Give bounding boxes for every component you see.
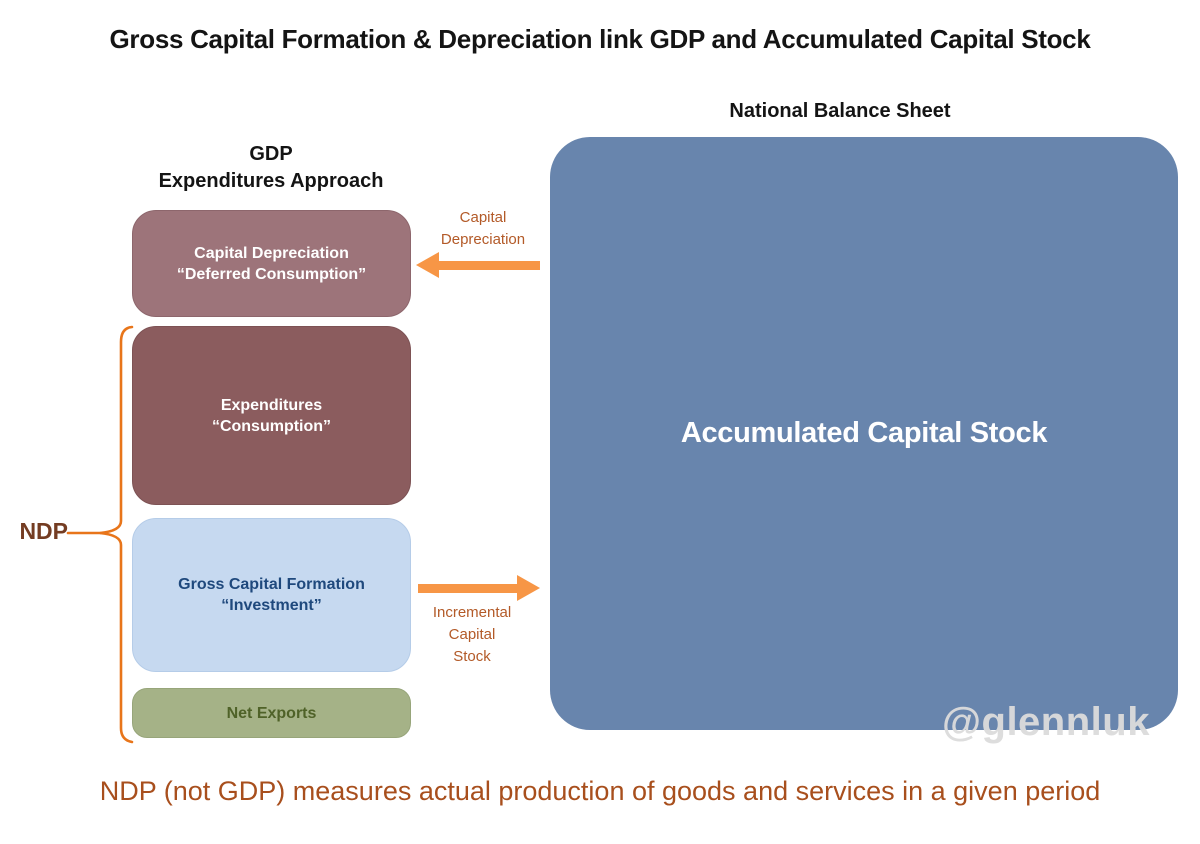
gdp-heading-line1: GDP	[249, 143, 293, 165]
bottom-caption: NDP (not GDP) measures actual production…	[99, 776, 1101, 806]
capital-depreciation-arrow-label: Capital Depreciation	[420, 207, 546, 251]
expenditures-box-line1: Expenditures	[220, 396, 323, 414]
capital-depreciation-arrow-label-line2: Depreciation	[440, 231, 526, 248]
accumulated-capital-stock-label: Accumulated Capital Stock	[680, 417, 1048, 449]
net-exports-box-line1: Net Exports	[226, 704, 317, 722]
capital-depreciation-box-line1: Capital Depreciation	[194, 244, 349, 262]
page-title: Gross Capital Formation & Depreciation l…	[109, 24, 1091, 54]
right-arrow-shaft	[418, 584, 518, 593]
ndp-brace	[66, 325, 134, 744]
incremental-arrow-label-line3: Stock	[453, 648, 491, 665]
left-arrow-shaft	[438, 261, 540, 270]
national-balance-sheet-heading: National Balance Sheet	[729, 100, 951, 122]
net-exports-box: Net Exports	[132, 688, 411, 738]
incremental-arrow-label-line2: Capital	[448, 626, 496, 643]
accumulated-capital-stock-box: Accumulated Capital Stock	[550, 137, 1178, 730]
left-arrow-icon	[416, 252, 439, 278]
gross-capital-formation-box-line2: “Investment”	[221, 597, 322, 614]
capital-depreciation-arrow-label-line1: Capital	[459, 209, 507, 226]
capital-depreciation-box: Capital Depreciation “Deferred Consumpti…	[132, 210, 411, 317]
capital-depreciation-box-line2: “Deferred Consumption”	[176, 265, 367, 283]
expenditures-box-line2: “Consumption”	[211, 417, 332, 435]
ndp-label: NDP	[19, 518, 68, 544]
gdp-heading-line2: Expenditures Approach	[158, 170, 384, 192]
gross-capital-formation-box: Gross Capital Formation “Investment”	[132, 518, 411, 672]
watermark: @glennluk	[942, 700, 1150, 744]
gross-capital-formation-box-line1: Gross Capital Formation	[178, 576, 365, 593]
gdp-expenditures-heading: GDP Expenditures Approach	[130, 141, 412, 195]
expenditures-box: Expenditures “Consumption”	[132, 326, 411, 505]
incremental-arrow-label-line1: Incremental	[432, 604, 512, 621]
right-arrow-icon	[517, 575, 540, 601]
incremental-capital-stock-arrow-label: Incremental Capital Stock	[408, 602, 536, 668]
